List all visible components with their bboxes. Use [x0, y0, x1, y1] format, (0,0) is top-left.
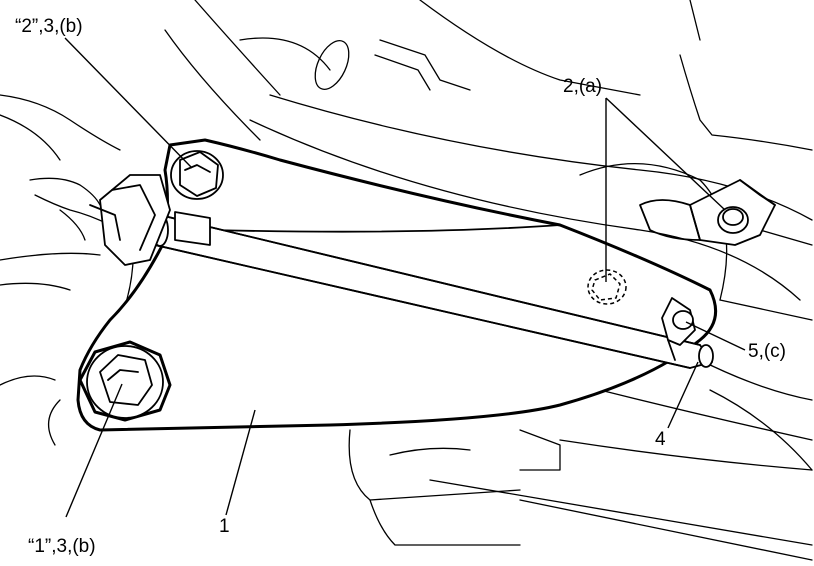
rear-bracket [639, 179, 776, 246]
callout-front-upper-bolt: “2”,3,(b) [15, 16, 83, 37]
callout-rod: 4 [655, 429, 666, 450]
hidden-bolt [587, 269, 627, 305]
front-connector [89, 174, 171, 266]
leader-lines [64, 37, 746, 518]
callout-arm: 1 [219, 516, 230, 537]
front-upper-bolt [170, 150, 224, 200]
rod-clamp [661, 297, 696, 361]
callout-clamp-nut: 5,(c) [748, 341, 786, 362]
callout-front-lower-bolt: “1”,3,(b) [28, 536, 96, 557]
callout-rear-bolts: 2,(a) [563, 76, 602, 97]
callout-labels: “2”,3,(b) 2,(a) 5,(c) 4 1 “1”,3,(b) [15, 16, 786, 557]
front-lower-bolt [78, 340, 172, 422]
